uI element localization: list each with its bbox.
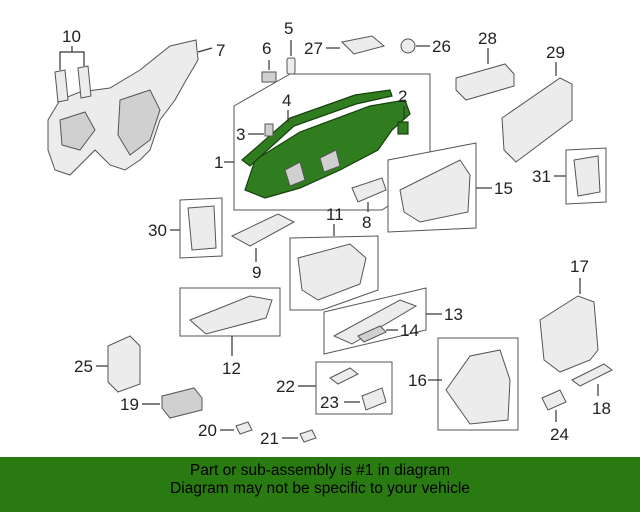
part-27-pad[interactable] xyxy=(340,35,386,55)
part-21-clip[interactable] xyxy=(299,429,317,443)
part-17-bezel[interactable] xyxy=(539,295,599,373)
callout-30[interactable]: 30 xyxy=(148,221,167,240)
leader-7 xyxy=(197,47,213,53)
part-6-clip[interactable] xyxy=(261,71,277,83)
part-15-cover[interactable] xyxy=(399,159,471,223)
notice-banner: Part or sub-assembly is #1 in diagram Di… xyxy=(0,457,640,512)
callout-20[interactable]: 20 xyxy=(198,421,217,440)
callout-2[interactable]: 2 xyxy=(398,87,407,106)
callout-29[interactable]: 29 xyxy=(546,43,565,62)
part-11-glovebox[interactable] xyxy=(297,243,367,301)
part-22-bracket[interactable] xyxy=(329,367,359,385)
callout-21[interactable]: 21 xyxy=(260,429,279,448)
callout-13[interactable]: 13 xyxy=(444,305,463,324)
part-9-duct[interactable] xyxy=(230,213,296,247)
callout-27[interactable]: 27 xyxy=(304,39,323,58)
part-26-knob[interactable] xyxy=(400,38,416,54)
callout-12[interactable]: 12 xyxy=(222,359,241,378)
callout-6[interactable]: 6 xyxy=(262,39,271,58)
part-1-instrument-panel[interactable] xyxy=(241,89,411,199)
part-29-panel[interactable] xyxy=(501,77,573,163)
part-8-bracket[interactable] xyxy=(351,177,387,203)
callout-15[interactable]: 15 xyxy=(494,179,513,198)
part-10-brackets[interactable] xyxy=(54,65,92,103)
callout-8[interactable]: 8 xyxy=(362,213,371,232)
callout-16[interactable]: 16 xyxy=(408,371,427,390)
callout-3[interactable]: 3 xyxy=(236,125,245,144)
part-24-switch[interactable] xyxy=(541,389,567,411)
callout-31[interactable]: 31 xyxy=(532,167,551,186)
callout-5[interactable]: 5 xyxy=(284,19,293,38)
part-28-vent[interactable] xyxy=(455,63,515,101)
callout-19[interactable]: 19 xyxy=(120,395,139,414)
callout-7[interactable]: 7 xyxy=(216,41,225,60)
callout-26[interactable]: 26 xyxy=(432,37,451,56)
banner-line-2: Diagram may not be specific to your vehi… xyxy=(170,480,470,497)
callout-1[interactable]: 1 xyxy=(214,153,223,172)
part-14-clip[interactable] xyxy=(357,325,387,343)
banner-line-1: Part or sub-assembly is #1 in diagram xyxy=(189,462,451,479)
leader-10 xyxy=(59,46,85,70)
part-5-fastener[interactable] xyxy=(286,57,296,75)
part-31-bezel[interactable] xyxy=(573,155,601,197)
part-30-bracket[interactable] xyxy=(187,205,217,251)
part-25-bezel[interactable] xyxy=(107,335,141,393)
part-23-bracket[interactable] xyxy=(361,387,387,411)
callout-14[interactable]: 14 xyxy=(400,321,419,340)
part-16-console[interactable] xyxy=(445,349,511,425)
parts-diagram: 7 10 6 5 27 26 28 29 1 4 3 2 8 xyxy=(47,19,613,448)
callout-18[interactable]: 18 xyxy=(592,399,611,418)
part-3-screw[interactable] xyxy=(264,123,274,137)
callout-17[interactable]: 17 xyxy=(570,257,589,276)
part-18-mat[interactable] xyxy=(571,363,613,387)
part-19-module[interactable] xyxy=(161,387,203,419)
callout-28[interactable]: 28 xyxy=(478,29,497,48)
part-7-dash-frame[interactable] xyxy=(47,39,199,176)
callout-24[interactable]: 24 xyxy=(550,425,569,444)
callout-11[interactable]: 11 xyxy=(326,205,344,224)
callout-25[interactable]: 25 xyxy=(74,357,93,376)
part-20-clip[interactable] xyxy=(235,421,253,435)
callout-4[interactable]: 4 xyxy=(282,91,291,110)
callout-9[interactable]: 9 xyxy=(252,263,261,282)
callout-23[interactable]: 23 xyxy=(320,393,339,412)
callout-22[interactable]: 22 xyxy=(276,377,295,396)
part-13-trim[interactable] xyxy=(332,299,418,345)
part-12-panel[interactable] xyxy=(189,295,273,335)
part-2-clip[interactable] xyxy=(397,121,409,135)
callout-10[interactable]: 10 xyxy=(62,27,81,46)
